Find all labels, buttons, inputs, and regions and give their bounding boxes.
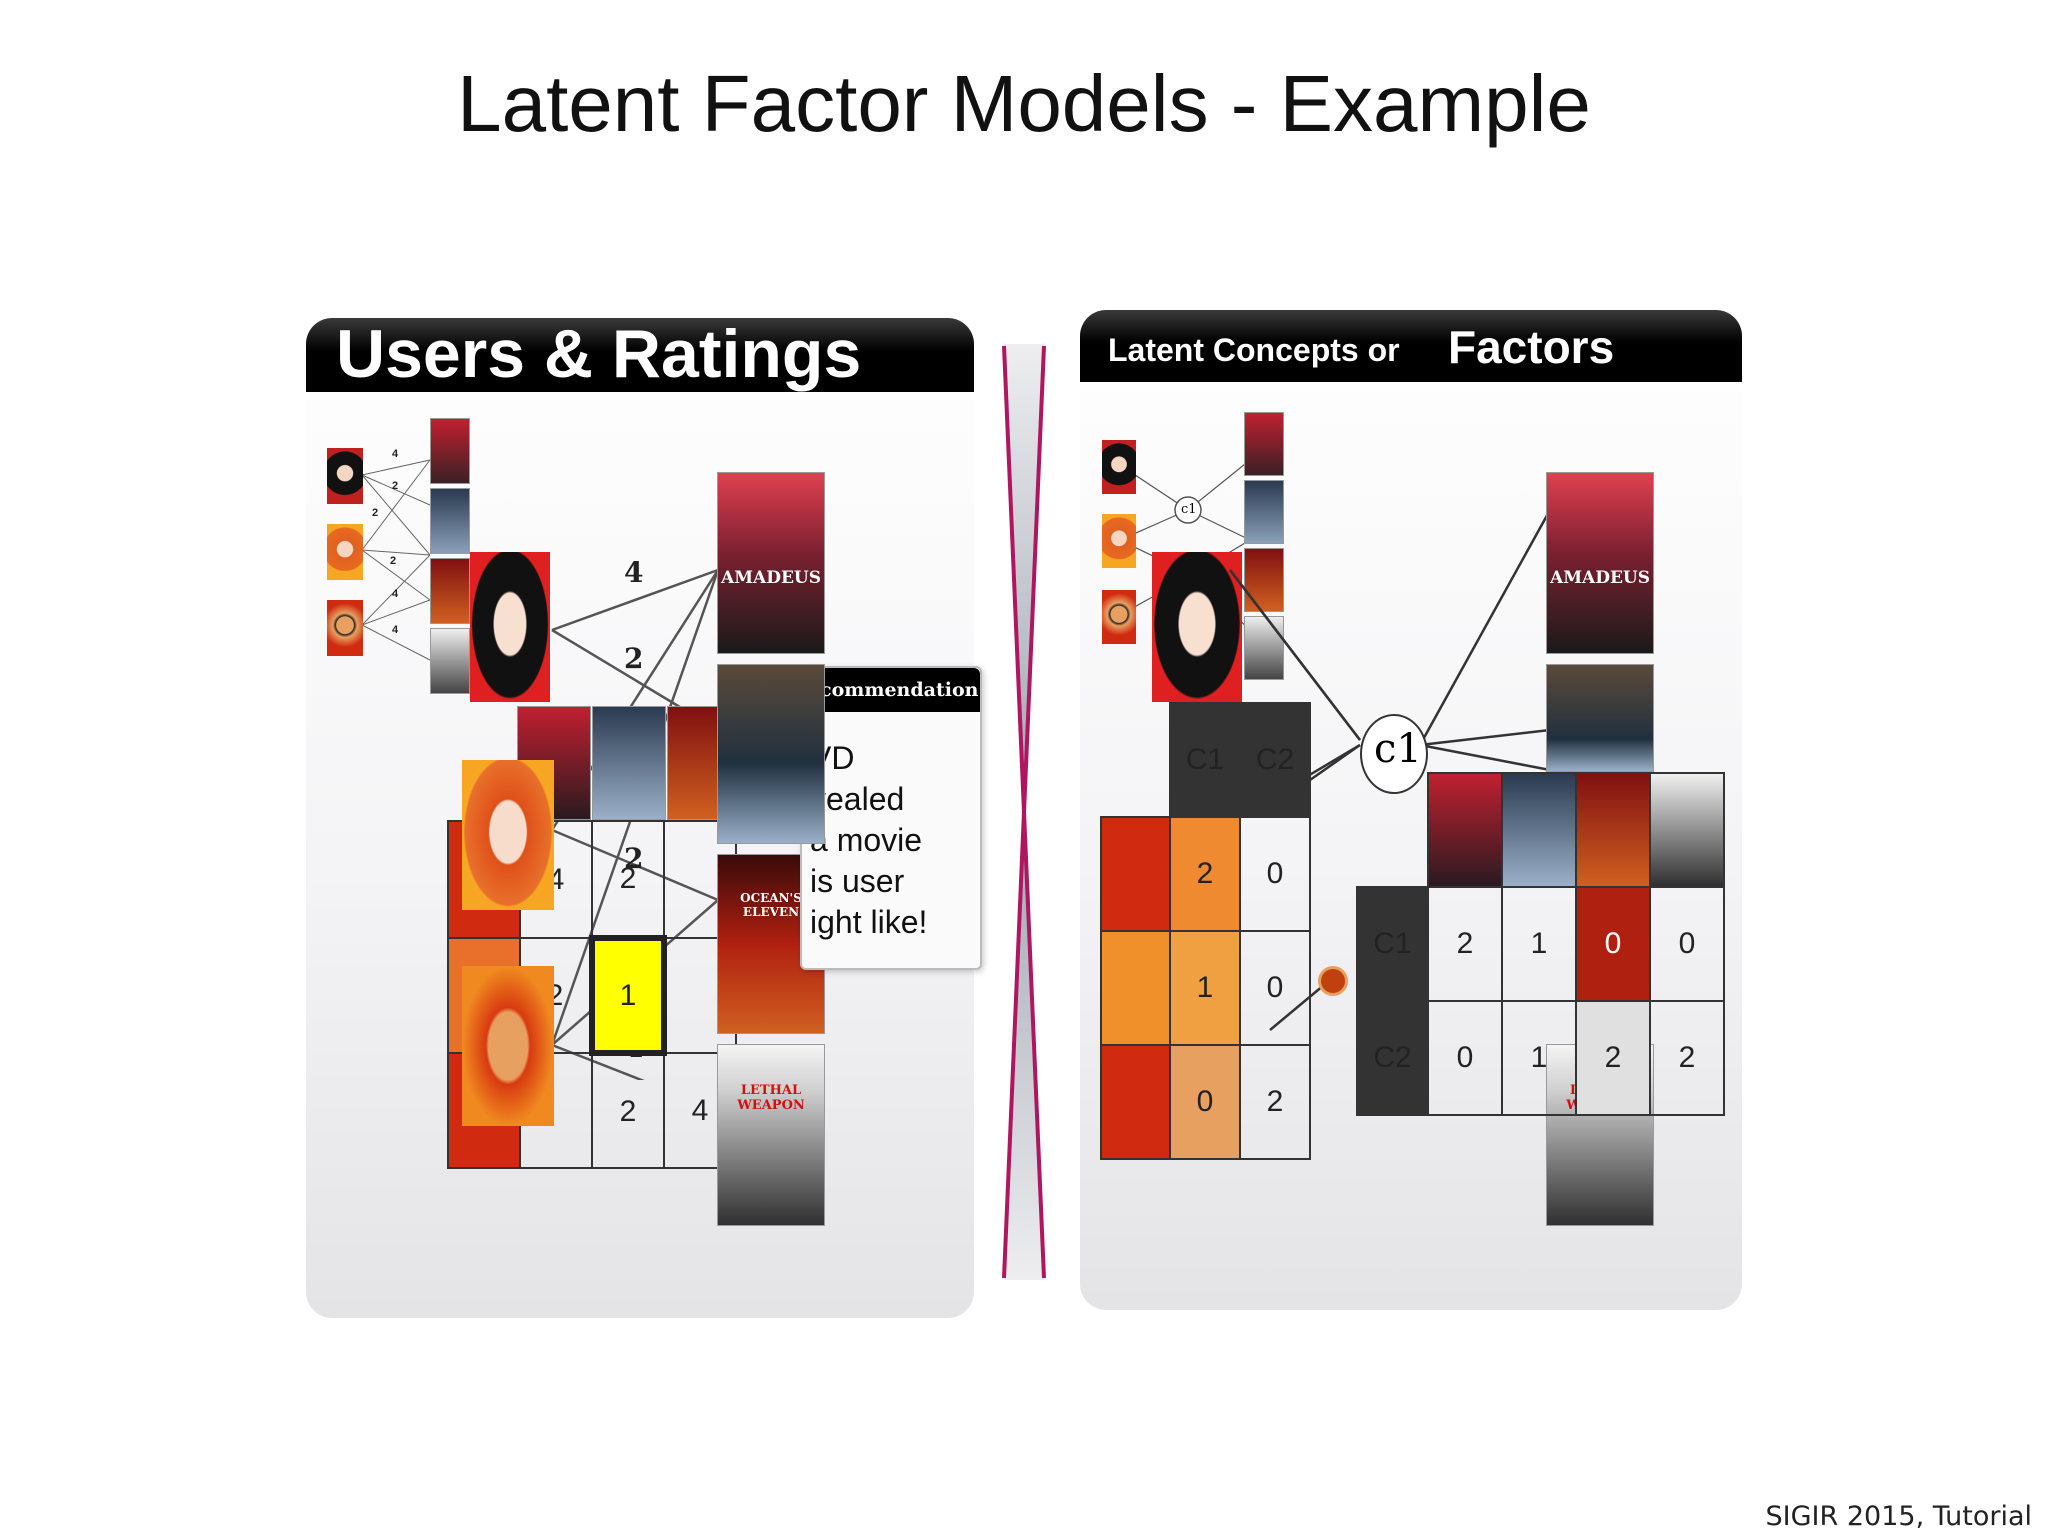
recommendation-line: VD [810,740,855,776]
item-poster-oceans [1575,772,1651,888]
table-row: 1 0 [1100,930,1311,1046]
small-poster-amadeus [430,418,470,484]
factor-cell: 2 [1169,816,1241,932]
factor-cell: 0 [1239,816,1311,932]
table-row: C2 0 1 2 2 [1356,1000,1725,1116]
table-row: C1 2 1 0 0 [1356,886,1725,1002]
latent-heading-small: Latent Concepts or [1108,332,1400,368]
user-avatar-mohawk [462,966,554,1126]
table-row: C1 C2 [1101,702,1311,818]
recommendation-callout: commendation VD vealed a movie is user i… [800,666,982,970]
small-rating-1: 4 [392,448,399,460]
recommendation-line: vealed [810,781,905,817]
recommendation-line: a movie [810,822,923,858]
item-poster-amadeus [1427,772,1503,888]
factor-cell: 0 [1575,886,1651,1002]
slide-title: Latent Factor Models - Example [457,59,1591,148]
poster-amadeus: AMADEUS [717,472,825,654]
matrix-user-cell [1100,1044,1171,1160]
factor-cell: 2 [1649,1000,1725,1116]
poster-lethal-weapon: LETHAL WEAPON [717,1044,825,1226]
user-avatar-small-r1 [1102,440,1136,494]
item-poster-braveheart [1501,772,1577,888]
poster-amadeus-right: AMADEUS [1546,472,1654,654]
small-poster-oceans [430,558,470,624]
strip-poster-braveheart [592,706,666,820]
factor-cell: 1 [1501,886,1577,1002]
latent-factors-heading-bar: Latent Concepts or Factors [1080,310,1742,382]
latent-heading-large: Factors [1448,321,1615,373]
matrix-highlight-cell: 1 [589,935,667,1056]
small-rating-5: 4 [392,588,399,600]
panel-divider [1002,344,1046,1280]
factor-cell: 1 [1501,1000,1577,1116]
factor-row-c2: C2 [1356,1000,1429,1116]
concept-node-c1-big [1360,714,1428,794]
user-avatar-black-hair-right [1152,552,1242,702]
user-factor-matrix: C1 C2 2 0 1 0 0 2 [1100,702,1311,1160]
small-poster-r-oceans [1244,548,1284,612]
small-rating-3: 2 [372,507,379,519]
user-avatar-small-3 [327,600,363,656]
factor-cell: 1 [1169,930,1241,1046]
big-rating-1: 4 [624,556,644,589]
small-rating-6: 4 [392,624,399,636]
factor-cell: 2 [1427,886,1503,1002]
factor-header-c2: C2 [1239,702,1311,818]
connector-dot [1318,966,1348,996]
table-row: 2 0 [1100,816,1311,932]
small-poster-r-amadeus [1244,412,1284,476]
user-avatar-black-hair [470,552,550,702]
users-ratings-heading-bar: Users & Ratings [306,318,974,392]
poster-braveheart-right [1546,664,1654,772]
recommendation-line: is user [810,863,905,899]
footer-conference: SIGIR 2015, Tutorial [1765,1501,2032,1532]
table-row: 0 2 [1100,1044,1311,1160]
big-rating-2: 2 [624,642,644,675]
table-row [1357,772,1725,888]
users-ratings-heading: Users & Ratings [336,318,862,392]
concept-label-c1-small: c1 [1181,502,1197,517]
user-avatar-small-2 [327,524,363,580]
poster-braveheart-overlay [717,664,825,844]
recommendation-line: ight like! [810,904,928,940]
matrix-cell: 2 [591,1052,665,1169]
matrix-user-cell [1100,816,1171,932]
small-poster-lethal [430,628,470,694]
recommendation-text: VD vealed a movie is user ight like! [810,738,972,943]
factor-cell: 2 [1239,1044,1311,1160]
user-avatar-small-1 [327,448,363,504]
spacer-cell [1101,703,1170,817]
user-avatar-red-hair [462,760,554,910]
factor-cell: 0 [1649,886,1725,1002]
spacer-cell [1357,773,1428,887]
small-rating-4: 2 [390,555,397,567]
user-avatar-small-r3 [1102,590,1136,644]
user-avatar-small-r2 [1102,514,1136,568]
item-poster-lethal [1649,772,1725,888]
small-rating-2: 2 [392,480,399,492]
small-poster-braveheart [430,488,470,554]
factor-cell: 2 [1575,1000,1651,1116]
matrix-cell: 2 [591,820,665,939]
recommendation-header: commendation [802,668,980,712]
matrix-user-cell [1100,930,1171,1046]
factor-header-c1: C1 [1169,702,1241,818]
factor-cell: 0 [1239,930,1311,1046]
small-rating-network [361,459,431,661]
small-poster-r-braveheart [1244,480,1284,544]
factor-row-c1: C1 [1356,886,1429,1002]
factor-cell: 0 [1427,1000,1503,1116]
concept-label-c1-big: c1 [1374,726,1422,772]
factor-cell: 0 [1169,1044,1241,1160]
item-factor-matrix: C1 2 1 0 0 C2 0 1 2 2 [1356,772,1725,1116]
